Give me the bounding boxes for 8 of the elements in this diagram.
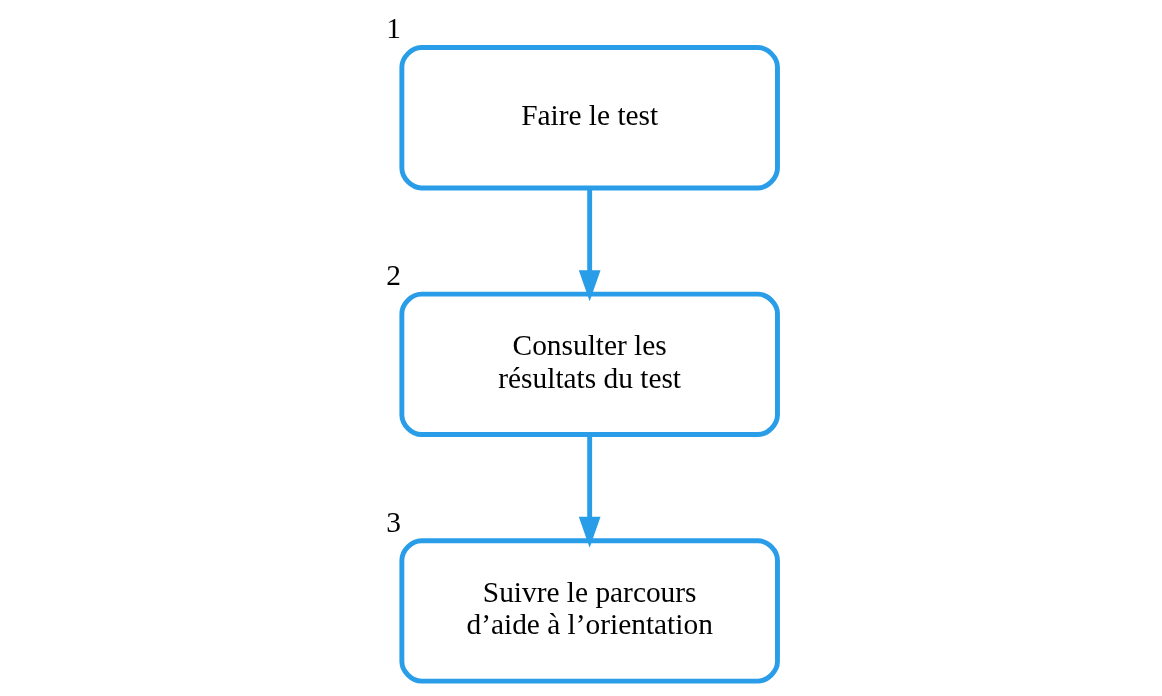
node-label: 2 bbox=[385, 258, 401, 291]
arrow bbox=[578, 435, 601, 548]
node-label: 3 bbox=[385, 505, 401, 538]
node-box: Faire le test bbox=[398, 45, 780, 191]
node-box: Consulter les résultats du test bbox=[398, 291, 780, 437]
arrow bbox=[578, 188, 601, 302]
node-box: Suivre le parcours d’aide à l’orientation bbox=[398, 538, 780, 684]
node-label: 1 bbox=[385, 12, 401, 45]
